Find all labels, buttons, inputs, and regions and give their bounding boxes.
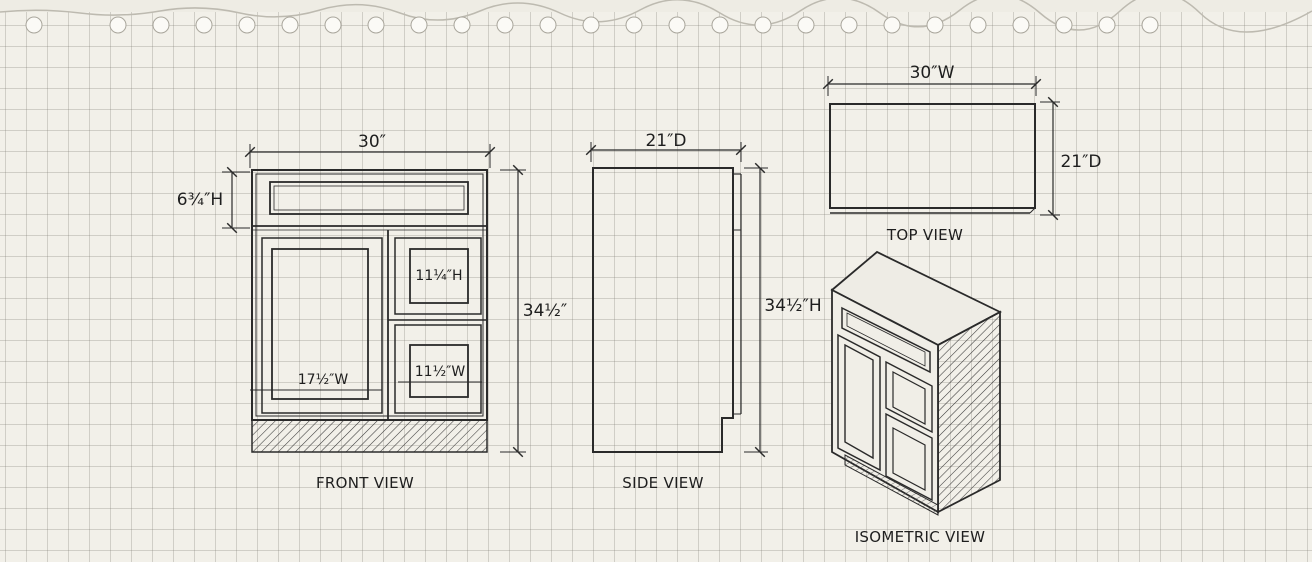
small-drawer-height-label: 11¼″H bbox=[415, 268, 462, 284]
top-view-title: TOP VIEW bbox=[886, 226, 963, 244]
side-height-label: 34½″H bbox=[764, 296, 821, 316]
torn-edge bbox=[0, 0, 1312, 33]
front-view bbox=[222, 144, 526, 458]
top-width-label: 30″W bbox=[910, 63, 955, 83]
top-depth-label: 21″D bbox=[1060, 152, 1101, 172]
drawer-width-label: 11½″W bbox=[415, 364, 466, 380]
drawer-height-label: 6¾″H bbox=[177, 190, 223, 210]
side-view bbox=[585, 142, 768, 458]
side-depth-label: 21″D bbox=[645, 131, 686, 151]
isometric-view-title: ISOMETRIC VIEW bbox=[855, 528, 986, 546]
front-height-label: 34½″ bbox=[523, 301, 567, 321]
side-view-title: SIDE VIEW bbox=[622, 474, 703, 492]
front-width-label: 30″ bbox=[358, 132, 386, 152]
door-width-label: 17½″W bbox=[298, 372, 349, 388]
binding-holes bbox=[25, 16, 1159, 34]
front-view-title: FRONT VIEW bbox=[316, 474, 414, 492]
isometric-view bbox=[830, 250, 1002, 516]
top-view bbox=[822, 76, 1060, 221]
